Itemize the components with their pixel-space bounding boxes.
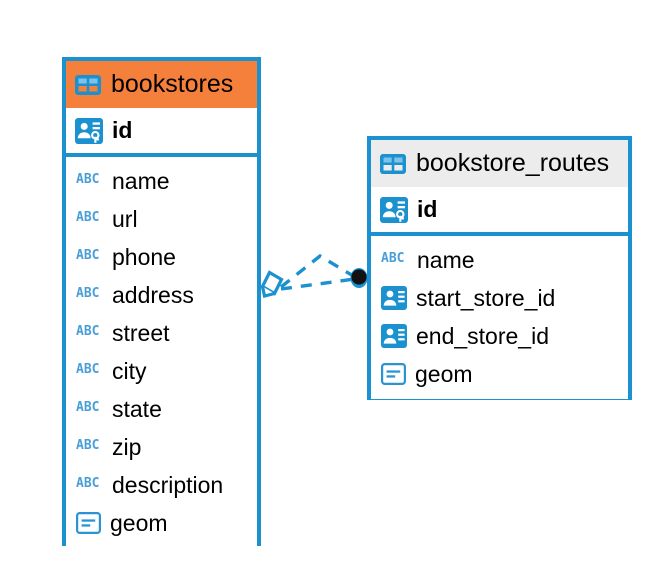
crows-foot-diamond-marker — [260, 270, 284, 298]
field-label-geom: geom — [110, 509, 168, 536]
field-row-zip[interactable]: ABC zip — [66, 428, 257, 466]
field-label-phone: phone — [112, 243, 176, 270]
field-label-id: id — [417, 196, 438, 222]
table-icon — [380, 153, 406, 174]
relationship-line-lower — [280, 277, 356, 291]
field-row-id[interactable]: id — [66, 108, 257, 157]
field-label-start-store-id: start_store_id — [416, 284, 556, 311]
abc-icon: ABC — [76, 324, 100, 339]
abc-icon: ABC — [76, 286, 100, 301]
field-row-name[interactable]: ABC name — [371, 241, 628, 279]
table-icon — [75, 74, 101, 95]
entity-header-bookstores: bookstores — [66, 61, 257, 108]
field-row-state[interactable]: ABC state — [66, 390, 257, 428]
field-row-name[interactable]: ABC name — [66, 162, 257, 200]
field-row-street[interactable]: ABC street — [66, 314, 257, 352]
entity-title-bookstores: bookstores — [111, 70, 234, 98]
geometry-icon — [381, 363, 406, 385]
field-row-phone[interactable]: ABC phone — [66, 238, 257, 276]
primary-key-icon — [380, 196, 408, 223]
foreign-key-icon — [381, 324, 407, 348]
field-label-name: name — [112, 167, 170, 194]
abc-icon: ABC — [76, 172, 100, 187]
field-row-url[interactable]: ABC url — [66, 200, 257, 238]
field-list-bookstores: ABC name ABC url ABC phone ABC — [66, 157, 257, 548]
abc-icon: ABC — [76, 476, 100, 491]
field-label-name: name — [417, 246, 475, 273]
field-label-end-store-id: end_store_id — [416, 322, 549, 349]
abc-icon: ABC — [76, 400, 100, 415]
field-list-bookstore-routes: ABC name start_store_id — [371, 236, 628, 399]
field-row-description[interactable]: ABC description — [66, 466, 257, 504]
primary-key-icon — [75, 117, 103, 144]
field-row-city[interactable]: ABC city — [66, 352, 257, 390]
abc-icon: ABC — [381, 251, 405, 266]
abc-icon: ABC — [76, 362, 100, 377]
field-label-state: state — [112, 395, 162, 422]
geometry-icon — [76, 512, 101, 534]
relationship-line-upper — [279, 253, 356, 289]
field-row-start-store-id[interactable]: start_store_id — [371, 279, 628, 317]
field-row-geom[interactable]: geom — [371, 355, 628, 393]
field-label-address: address — [112, 281, 194, 308]
entity-bookstores[interactable]: bookstores id ABC name — [62, 57, 261, 548]
field-label-street: street — [112, 319, 170, 346]
field-label-url: url — [112, 205, 138, 232]
field-row-id[interactable]: id — [371, 187, 628, 236]
entity-header-bookstore-routes: bookstore_routes — [371, 140, 628, 187]
field-row-end-store-id[interactable]: end_store_id — [371, 317, 628, 355]
field-label-geom: geom — [415, 360, 473, 387]
entity-bookstore-routes[interactable]: bookstore_routes id ABC name — [367, 136, 632, 400]
entity-title-bookstore-routes: bookstore_routes — [416, 149, 610, 177]
field-label-city: city — [112, 357, 147, 384]
field-label-description: description — [112, 471, 224, 498]
abc-icon: ABC — [76, 248, 100, 263]
field-row-geom[interactable]: geom — [66, 504, 257, 542]
filled-circle-marker — [350, 268, 368, 288]
field-label-zip: zip — [112, 433, 142, 460]
field-row-address[interactable]: ABC address — [66, 276, 257, 314]
abc-icon: ABC — [76, 210, 100, 225]
field-label-id: id — [112, 117, 133, 143]
foreign-key-icon — [381, 286, 407, 310]
abc-icon: ABC — [76, 438, 100, 453]
